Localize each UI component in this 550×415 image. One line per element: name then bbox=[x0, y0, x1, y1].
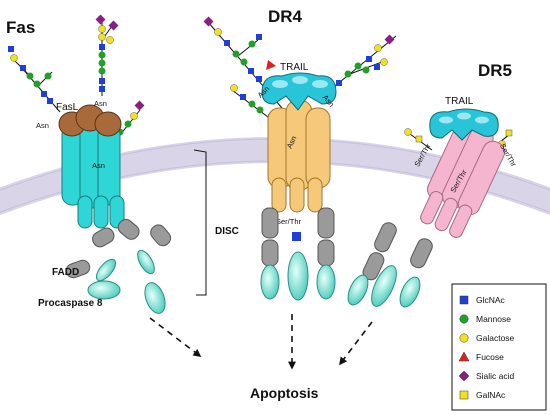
dr5-procaspase8 bbox=[347, 265, 421, 308]
legend-symbol-circle-icon bbox=[459, 333, 469, 343]
legend-label: GalNAc bbox=[476, 390, 506, 400]
dr4-fadd bbox=[261, 207, 335, 267]
legend-symbol-diamond-icon bbox=[458, 370, 470, 382]
legend-label: Sialic acid bbox=[476, 371, 515, 381]
legend-item: Mannose bbox=[459, 314, 511, 324]
dr5-receptor-body bbox=[420, 126, 506, 238]
apoptosis-label: Apoptosis bbox=[250, 385, 319, 401]
fas-glycan-left bbox=[8, 46, 61, 113]
legend-symbol-square-icon bbox=[459, 295, 469, 305]
dr5-title: DR5 bbox=[478, 61, 512, 80]
dr4-serthr-label: Ser/Thr bbox=[276, 217, 302, 226]
dr5-trail-label: TRAIL bbox=[445, 96, 474, 107]
dr4-title: DR4 bbox=[268, 7, 303, 26]
dr4-galnac-site bbox=[292, 232, 301, 241]
legend-item: Sialic acid bbox=[458, 370, 515, 382]
dr4-trail-label: TRAIL bbox=[280, 62, 309, 73]
legend-item: GalNAc bbox=[459, 390, 506, 400]
fas-receptor-complex: Fas bbox=[6, 14, 239, 314]
signal-arrows bbox=[149, 314, 373, 370]
legend-item: Fucose bbox=[458, 351, 504, 362]
legend-symbol-square-icon bbox=[459, 390, 469, 400]
dr5-trail-ligand bbox=[429, 108, 499, 141]
procaspase-label: Procaspase 8 bbox=[38, 298, 103, 309]
legend-item: GlcNAc bbox=[459, 295, 506, 305]
legend-box bbox=[451, 283, 547, 411]
fas-receptor-body bbox=[61, 117, 125, 229]
dr5-receptor-complex: DR5 bbox=[347, 61, 519, 308]
legend-label: Galactose bbox=[476, 333, 515, 343]
fas-fadd bbox=[65, 218, 172, 279]
dr5-glycan-left bbox=[404, 128, 433, 151]
fasl-ligand bbox=[58, 104, 122, 137]
legend-label: GlcNAc bbox=[476, 295, 506, 305]
dr5-fadd bbox=[362, 222, 433, 281]
fadd-label: FADD bbox=[52, 267, 79, 278]
fas-procaspase8 bbox=[87, 249, 166, 314]
dr4-procaspase8 bbox=[260, 251, 336, 301]
legend-label: Mannose bbox=[476, 314, 511, 324]
legend-label: Fucose bbox=[476, 352, 504, 362]
fas-glycan-top bbox=[95, 14, 119, 96]
legend-symbol-circle-icon bbox=[459, 314, 469, 324]
fas-title: Fas bbox=[6, 18, 35, 37]
fas-asn-top: Asn bbox=[94, 99, 107, 108]
fas-asn-left: Asn bbox=[36, 121, 49, 130]
fas-asn-right: Asn bbox=[92, 161, 105, 170]
disc-bracket bbox=[193, 149, 207, 296]
dr4-trail-ligand bbox=[261, 72, 337, 111]
dr4-receptor-complex: DR4 bbox=[203, 7, 397, 301]
fasl-label: FasL bbox=[56, 102, 79, 113]
legend-symbol-triangle-icon bbox=[458, 351, 470, 362]
disc-label: DISC bbox=[215, 226, 239, 237]
dr4-receptor-body bbox=[267, 99, 331, 213]
legend-item: Galactose bbox=[459, 333, 515, 343]
